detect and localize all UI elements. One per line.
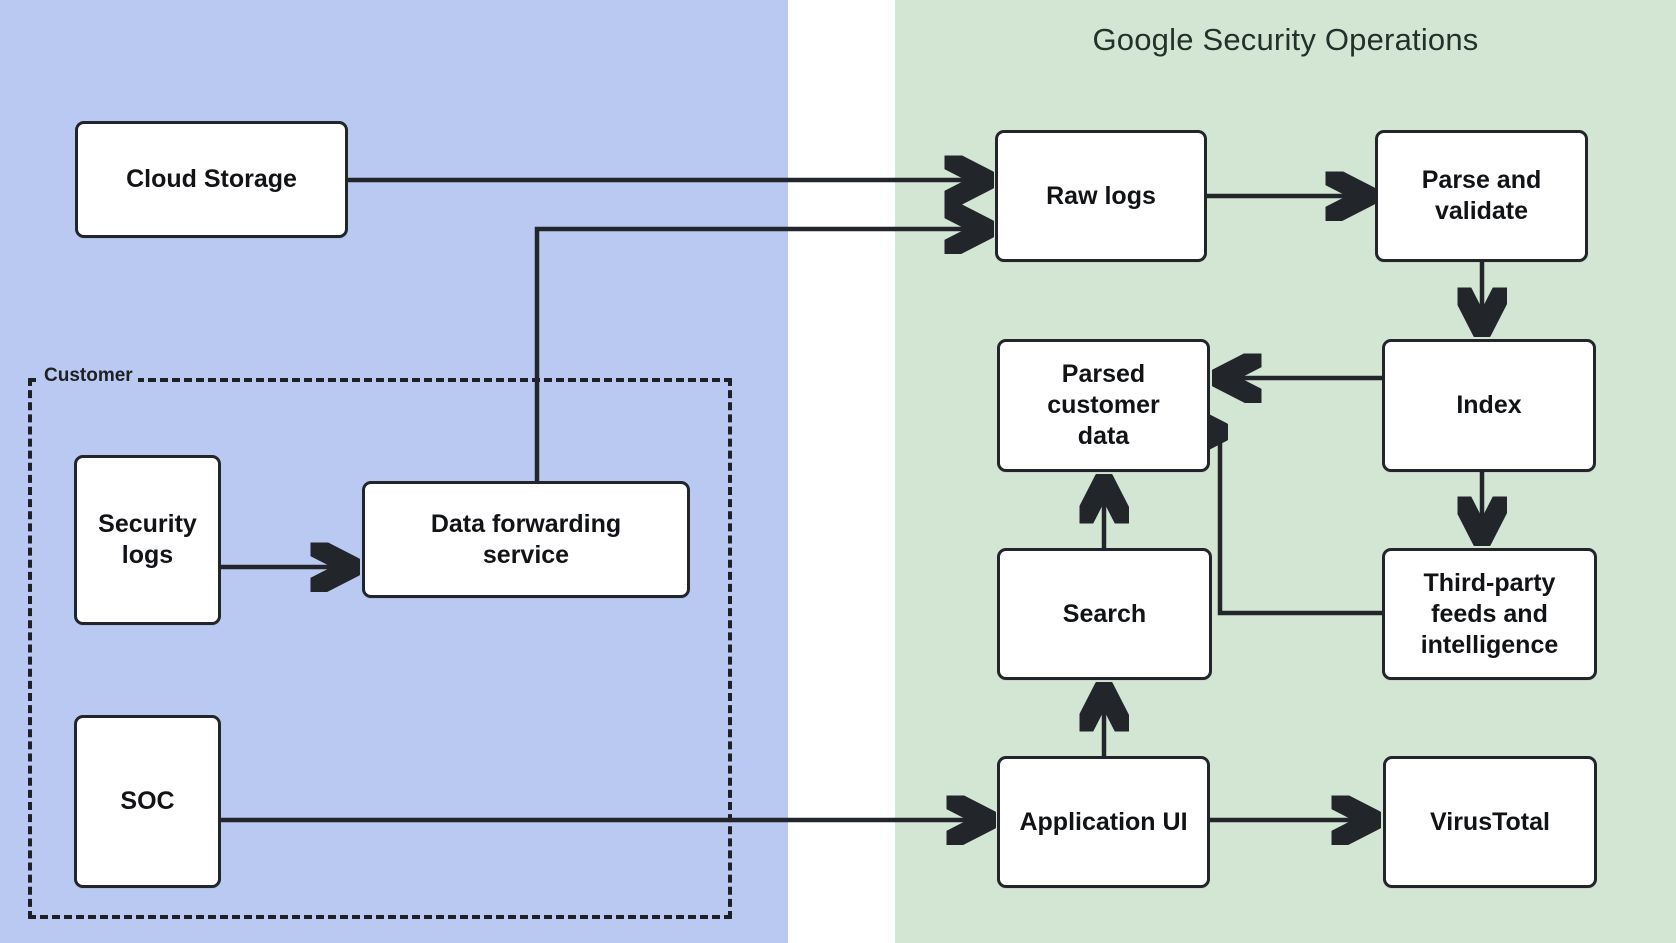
node-index-label: Index [1456, 391, 1522, 419]
node-application-ui[interactable]: Application UI [997, 756, 1210, 888]
node-data-forwarding-service[interactable]: Data forwarding service [362, 481, 690, 598]
node-parsed-customer-data-label-line3: data [1077, 422, 1130, 450]
customer-boundary-dashed-box [28, 378, 732, 919]
node-third-party-label-line3: intelligence [1420, 630, 1559, 659]
node-soc-label: SOC [120, 787, 175, 815]
node-third-party-label-line2: feeds and [1431, 599, 1548, 628]
node-data-forwarding-label-line1: Data forwarding [430, 509, 622, 538]
node-application-ui-label: Application UI [1019, 807, 1188, 836]
node-raw-logs[interactable]: Raw logs [995, 130, 1207, 262]
node-index[interactable]: Index [1382, 339, 1596, 472]
node-parse-and-validate-label-line1: Parse and [1421, 166, 1542, 194]
node-parsed-customer-data-label-line2: customer [1047, 391, 1160, 419]
node-security-logs-label-line2: logs [121, 541, 174, 569]
node-virustotal-label: VirusTotal [1430, 807, 1550, 836]
node-parsed-customer-data[interactable]: Parsed customer data [997, 339, 1210, 472]
node-parse-and-validate-label-line2: validate [1434, 197, 1529, 225]
customer-boundary-label: Customer [40, 365, 138, 387]
node-parse-and-validate[interactable]: Parse and validate [1375, 130, 1588, 262]
node-search-label: Search [1062, 599, 1147, 628]
node-soc[interactable]: SOC [74, 715, 221, 888]
node-third-party-feeds-and-intelligence[interactable]: Third-party feeds and intelligence [1382, 548, 1597, 680]
node-security-logs[interactable]: Security logs [74, 455, 221, 625]
node-search[interactable]: Search [997, 548, 1212, 680]
node-security-logs-label-line1: Security [98, 510, 197, 538]
node-virustotal[interactable]: VirusTotal [1383, 756, 1597, 888]
google-security-operations-title: Google Security Operations [1092, 22, 1479, 57]
node-cloud-storage[interactable]: Cloud Storage [75, 121, 348, 238]
node-parsed-customer-data-label-line1: Parsed [1061, 360, 1146, 388]
node-cloud-storage-label: Cloud Storage [126, 165, 297, 193]
node-raw-logs-label: Raw logs [1046, 181, 1156, 210]
node-third-party-label-line1: Third-party [1423, 568, 1556, 597]
node-data-forwarding-label-line2: service [482, 540, 570, 569]
